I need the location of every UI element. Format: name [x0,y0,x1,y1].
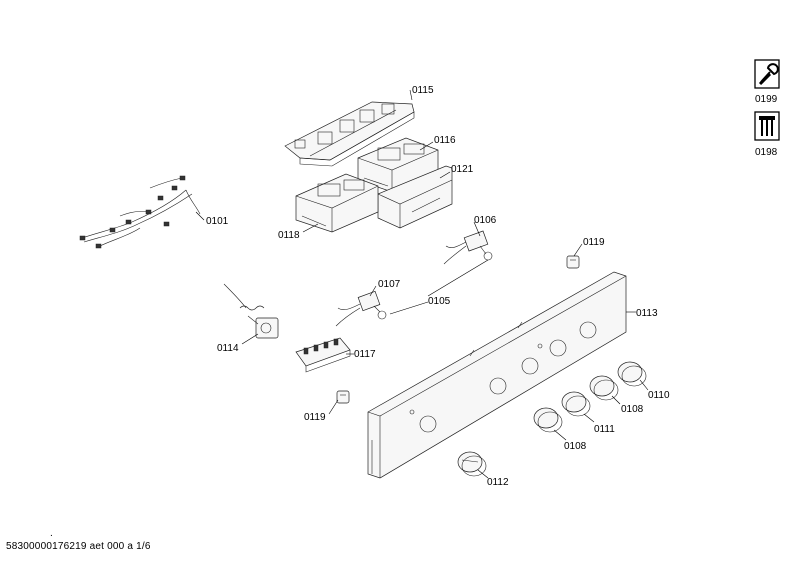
callout-0112: 0112 [487,477,509,488]
callout-0114: 0114 [217,343,239,354]
part-0101-wiring-harness [79,175,201,249]
callout-0118: 0118 [278,230,300,241]
part-0117-terminal-block [295,337,351,373]
part-0106-thermostat [443,230,493,265]
callout-0108-b: 0108 [564,441,587,452]
part-0113-control-panel [367,271,627,479]
callout-0105: 0105 [428,296,451,307]
footer-dot: . [50,528,53,539]
part-0119-clip-top [566,255,580,269]
callout-0107: 0107 [378,279,401,290]
part-0108-knob-b [589,375,619,401]
part-0108-knob-a [533,407,563,433]
service-icon-label: 0199 [755,94,778,105]
callout-0117: 0117 [354,349,376,360]
document-id: 58300000176219 aet 000 a 1/6 [6,541,151,552]
callout-0116: 0116 [434,135,456,146]
callout-0119-top: 0119 [583,237,605,248]
callout-0108-a: 0108 [621,404,644,415]
part-0121-bracket [377,165,453,229]
part-0114-oven-thermostat [223,283,279,339]
part-0107-thermostat [335,290,387,327]
callout-0119-bottom: 0119 [304,412,326,423]
part-0112-knob [457,451,487,477]
callout-0115: 0115 [412,85,434,96]
callout-0121: 0121 [451,164,474,175]
part-0118-switch [295,173,379,233]
service-wrench-icon [754,59,780,89]
callout-0106: 0106 [474,215,497,226]
part-0115-switch-carrier [284,101,415,167]
callout-labels: 0115 0116 0121 0118 0101 0106 0119 0107 … [206,85,670,488]
part-0119-clip-bottom [336,390,350,404]
leader-lines [195,89,649,479]
callout-0113: 0113 [636,308,658,319]
callout-0110: 0110 [648,390,670,401]
accessories-screws-icon [754,111,780,141]
callout-0101: 0101 [206,216,229,227]
callout-0111: 0111 [594,424,615,435]
part-0111-knob [561,391,591,417]
part-0110-knob [617,361,647,387]
accessories-icon-label: 0198 [755,147,778,158]
